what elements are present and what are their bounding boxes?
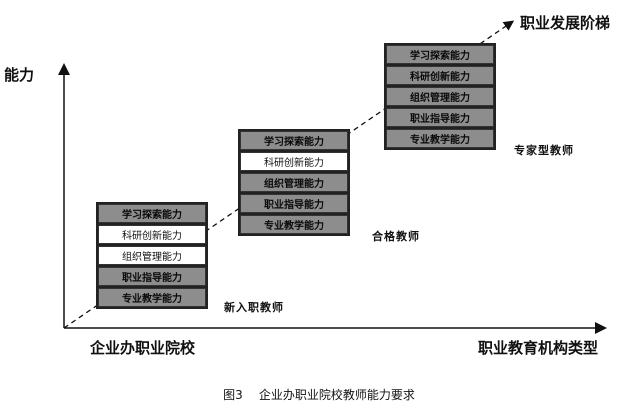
stage-qualified-stack: 学习探索能力 科研创新能力 组织管理能力 职业指导能力 专业教学能力 (238, 129, 350, 236)
ability-cell: 专业教学能力 (240, 215, 348, 234)
stage-newcomer-label: 新入职教师 (224, 301, 284, 314)
ability-cell: 职业指导能力 (98, 267, 206, 286)
ability-cell: 科研创新能力 (240, 152, 348, 171)
figure-caption-text: 企业办职业院校教师能力要求 (258, 388, 415, 402)
stage-qualified-label: 合格教师 (372, 230, 420, 243)
ability-cell: 学习探索能力 (240, 131, 348, 150)
stage-newcomer-stack: 学习探索能力 科研创新能力 组织管理能力 职业指导能力 专业教学能力 (96, 202, 208, 309)
ability-cell: 职业指导能力 (240, 194, 348, 213)
ability-cell: 科研创新能力 (386, 66, 494, 85)
x-axis-right-label: 职业教育机构类型 (478, 339, 599, 357)
ability-cell: 组织管理能力 (386, 87, 494, 106)
ability-cell: 学习探索能力 (98, 204, 206, 223)
ability-cell: 专业教学能力 (98, 288, 206, 307)
ability-cell: 组织管理能力 (240, 173, 348, 192)
ability-cell: 学习探索能力 (386, 45, 494, 64)
figure-caption: 图3 企业办职业院校教师能力要求 (0, 386, 638, 403)
x-axis-left-label: 企业办职业院校 (90, 339, 196, 357)
career-ladder-label: 职业发展阶梯 (520, 14, 611, 32)
ability-cell: 科研创新能力 (98, 225, 206, 244)
ability-cell: 专业教学能力 (386, 129, 494, 148)
stage-expert-label: 专家型教师 (514, 144, 574, 157)
ability-cell: 职业指导能力 (386, 108, 494, 127)
stage-expert-stack: 学习探索能力 科研创新能力 组织管理能力 职业指导能力 专业教学能力 (384, 43, 496, 150)
y-axis-label: 能力 (4, 66, 35, 84)
ability-cell: 组织管理能力 (98, 246, 206, 265)
figure-number: 图3 (223, 388, 243, 402)
